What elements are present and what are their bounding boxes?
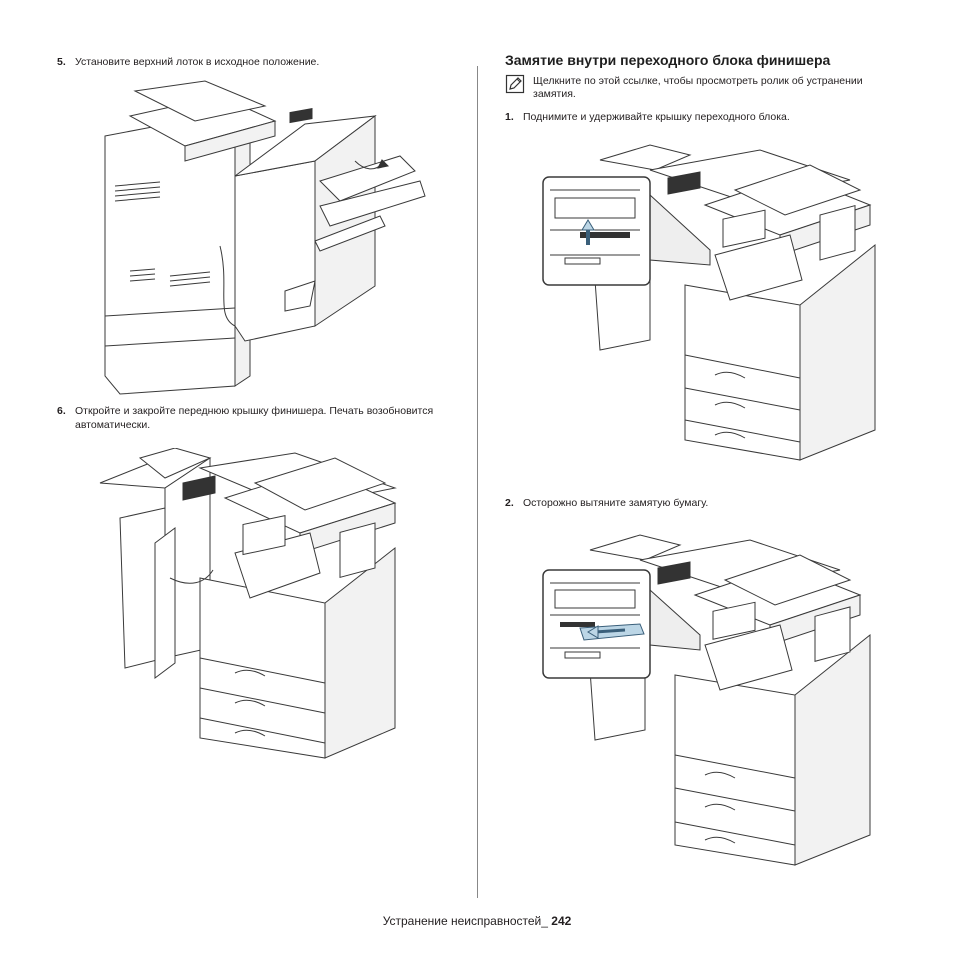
step-number: 5. xyxy=(57,56,66,68)
step-number: 1. xyxy=(505,111,514,123)
footer-section-name: Устранение неисправностей_ xyxy=(382,914,548,928)
step-number: 6. xyxy=(57,405,66,417)
step-text: Откройте и закройте переднюю крышку фини… xyxy=(75,405,434,431)
page-footer: Устранение неисправностей_ 242 xyxy=(0,914,954,928)
figure-finisher-front-cover xyxy=(95,448,405,798)
figure-pull-jammed-paper xyxy=(540,530,885,875)
step-text: Установите верхний лоток в исходное поло… xyxy=(75,56,320,68)
figure-lift-transport-cover xyxy=(540,140,885,475)
step-text: Осторожно вытяните замятую бумагу. xyxy=(523,497,709,509)
step-number: 2. xyxy=(505,497,514,509)
page-number: 242 xyxy=(551,914,572,928)
note-pencil-icon xyxy=(505,74,525,94)
column-divider xyxy=(477,66,478,898)
video-link-note[interactable]: Щелкните по этой ссылке, чтобы просмотре… xyxy=(533,75,863,100)
section-title: Замятие внутри переходного блока финишер… xyxy=(505,52,831,68)
step-text: Поднимите и удерживайте крышку переходно… xyxy=(523,111,790,123)
figure-finisher-tray xyxy=(100,76,430,401)
